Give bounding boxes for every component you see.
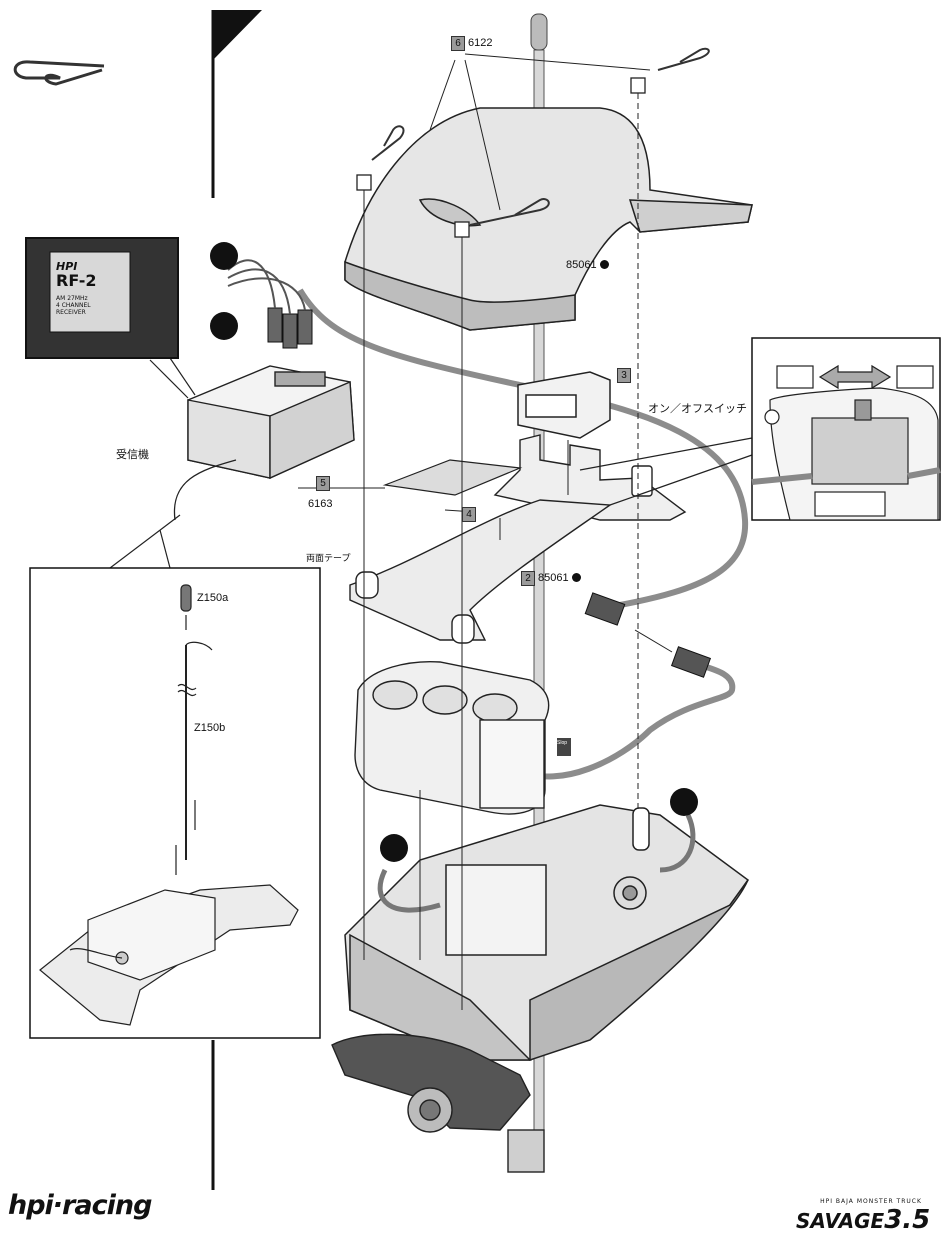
receiver-photo-line3: RECEIVER — [56, 309, 128, 316]
hardware-dot-icon — [600, 260, 609, 269]
callout-2-code: 85061 — [538, 572, 569, 584]
callout-5-number: 5 — [316, 476, 330, 491]
antenna-inset-drawing — [40, 585, 298, 1025]
shaft-cap — [531, 14, 547, 50]
step-corner-marker — [213, 10, 262, 60]
antenna-cap-label: Z150a — [197, 592, 228, 604]
tape-label: 両面テープ — [306, 551, 350, 564]
savage-logo-wordmark: SAVAGE3.5 — [796, 1205, 946, 1235]
callout-4: 4 — [462, 507, 479, 522]
receiver-photo-model: RF-2 — [56, 273, 128, 289]
battery-wire — [520, 665, 732, 776]
switch-label: オン／オフスイッチ — [648, 400, 747, 416]
callout-3-number: 3 — [617, 368, 631, 383]
callout-5: 5 — [316, 476, 333, 491]
connector-plugs — [585, 593, 710, 677]
callout-3: 3 — [617, 368, 634, 383]
callout-2-number: 2 — [521, 571, 535, 586]
receiver-label: 受信機 — [116, 446, 149, 462]
callout-85061-top-code: 85061 — [566, 259, 597, 271]
battery-tag-label: Slop — [557, 740, 567, 746]
callout-6-code: 6122 — [468, 37, 492, 49]
callout-85061-top: 85061 — [566, 259, 609, 271]
savage-logo-tagline: HPI BAJA MONSTER TRUCK — [796, 1198, 946, 1205]
antenna-tube-label: Z150b — [194, 722, 225, 734]
receiver-wires — [228, 260, 305, 314]
receiver — [188, 366, 354, 478]
savage-logo-main: SAVAGE — [796, 1209, 884, 1233]
receiver-photo-line2: 4 CHANNEL — [56, 302, 128, 309]
receiver-photo-line1: AM 27MHz — [56, 295, 128, 302]
on-off-switch — [518, 372, 610, 438]
savage-logo: HPI BAJA MONSTER TRUCK SAVAGE3.5 — [796, 1198, 946, 1235]
battery-pack — [355, 662, 549, 814]
savage-logo-num: 3.5 — [884, 1205, 930, 1235]
callout-6-number: 6 — [451, 36, 465, 51]
body-clip-icon — [15, 62, 104, 84]
callout-4-number: 4 — [462, 507, 476, 522]
receiver-box-cover — [345, 108, 752, 330]
hpi-racing-logo: hpi·racing — [8, 1190, 151, 1221]
callout-5-code: 6163 — [308, 498, 332, 510]
receiver-photo-label: HPI RF-2 AM 27MHz 4 CHANNEL RECEIVER — [56, 260, 128, 316]
hardware-dot-icon-2 — [572, 573, 581, 582]
